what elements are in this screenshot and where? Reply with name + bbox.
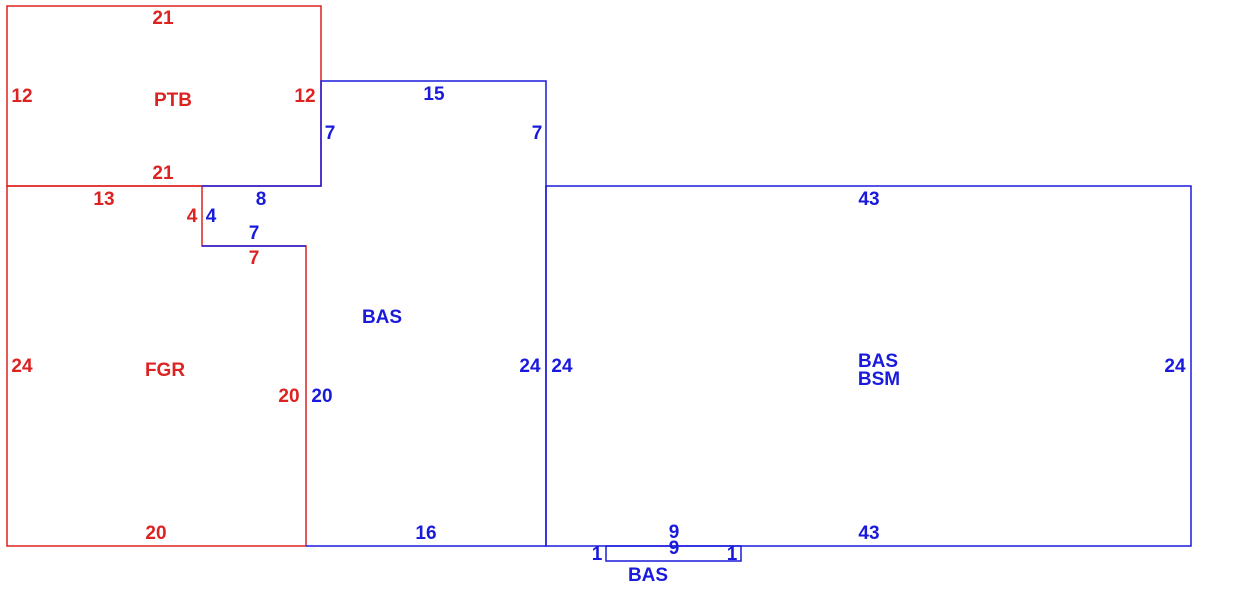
right-top-dimension: 43 xyxy=(858,189,879,210)
bas-notch-horizontal-dimension: 7 xyxy=(249,223,260,244)
bas-main-area-label: BAS xyxy=(362,307,402,328)
fgr-bottom-dimension: 20 xyxy=(145,523,166,544)
bas-step-dimension: 8 xyxy=(256,189,267,210)
bas-left-lower-dimension: 20 xyxy=(311,386,332,407)
bas-small-area-label: BAS xyxy=(628,565,668,586)
bas-left-upper-dimension: 7 xyxy=(325,123,336,144)
bas-small-area-outline xyxy=(605,545,742,562)
small-right-dimension: 1 xyxy=(727,544,738,565)
bsm-right-area-label: BSM xyxy=(858,369,900,390)
small-top-dimension: 9 xyxy=(669,522,680,543)
bas-right-lower-dimension: 24 xyxy=(519,356,541,377)
ptb-left-dimension: 12 xyxy=(11,86,32,107)
bas-bsm-area-outline xyxy=(545,185,1192,547)
fgr-left-dimension: 24 xyxy=(11,356,33,377)
right-right-dimension: 24 xyxy=(1164,356,1186,377)
ptb-top-dimension: 21 xyxy=(152,8,174,29)
ptb-right-dimension: 12 xyxy=(294,86,315,107)
fgr-top-dimension: 13 xyxy=(93,189,114,210)
fgr-notch-vertical-dimension: 4 xyxy=(187,206,198,227)
bas-main-area-outline xyxy=(202,80,547,547)
small-left-dimension: 1 xyxy=(592,544,603,565)
right-bottom-dimension: 43 xyxy=(858,523,879,544)
bas-notch-vertical-dimension: 4 xyxy=(206,206,217,227)
ptb-area-label: PTB xyxy=(154,90,192,111)
right-left-dimension: 24 xyxy=(551,356,573,377)
fgr-notch-horizontal-dimension: 7 xyxy=(249,248,260,269)
small-bottom-dimension: 9 xyxy=(669,538,680,559)
fgr-right-dimension: 20 xyxy=(278,386,299,407)
bas-top-dimension: 15 xyxy=(423,84,445,105)
fgr-area-label: FGR xyxy=(145,360,185,381)
ptb-bottom-dimension: 21 xyxy=(152,163,174,184)
bas-right-area-label: BAS xyxy=(858,351,898,372)
bas-right-upper-dimension: 7 xyxy=(532,123,543,144)
bas-bottom-dimension: 16 xyxy=(415,523,436,544)
